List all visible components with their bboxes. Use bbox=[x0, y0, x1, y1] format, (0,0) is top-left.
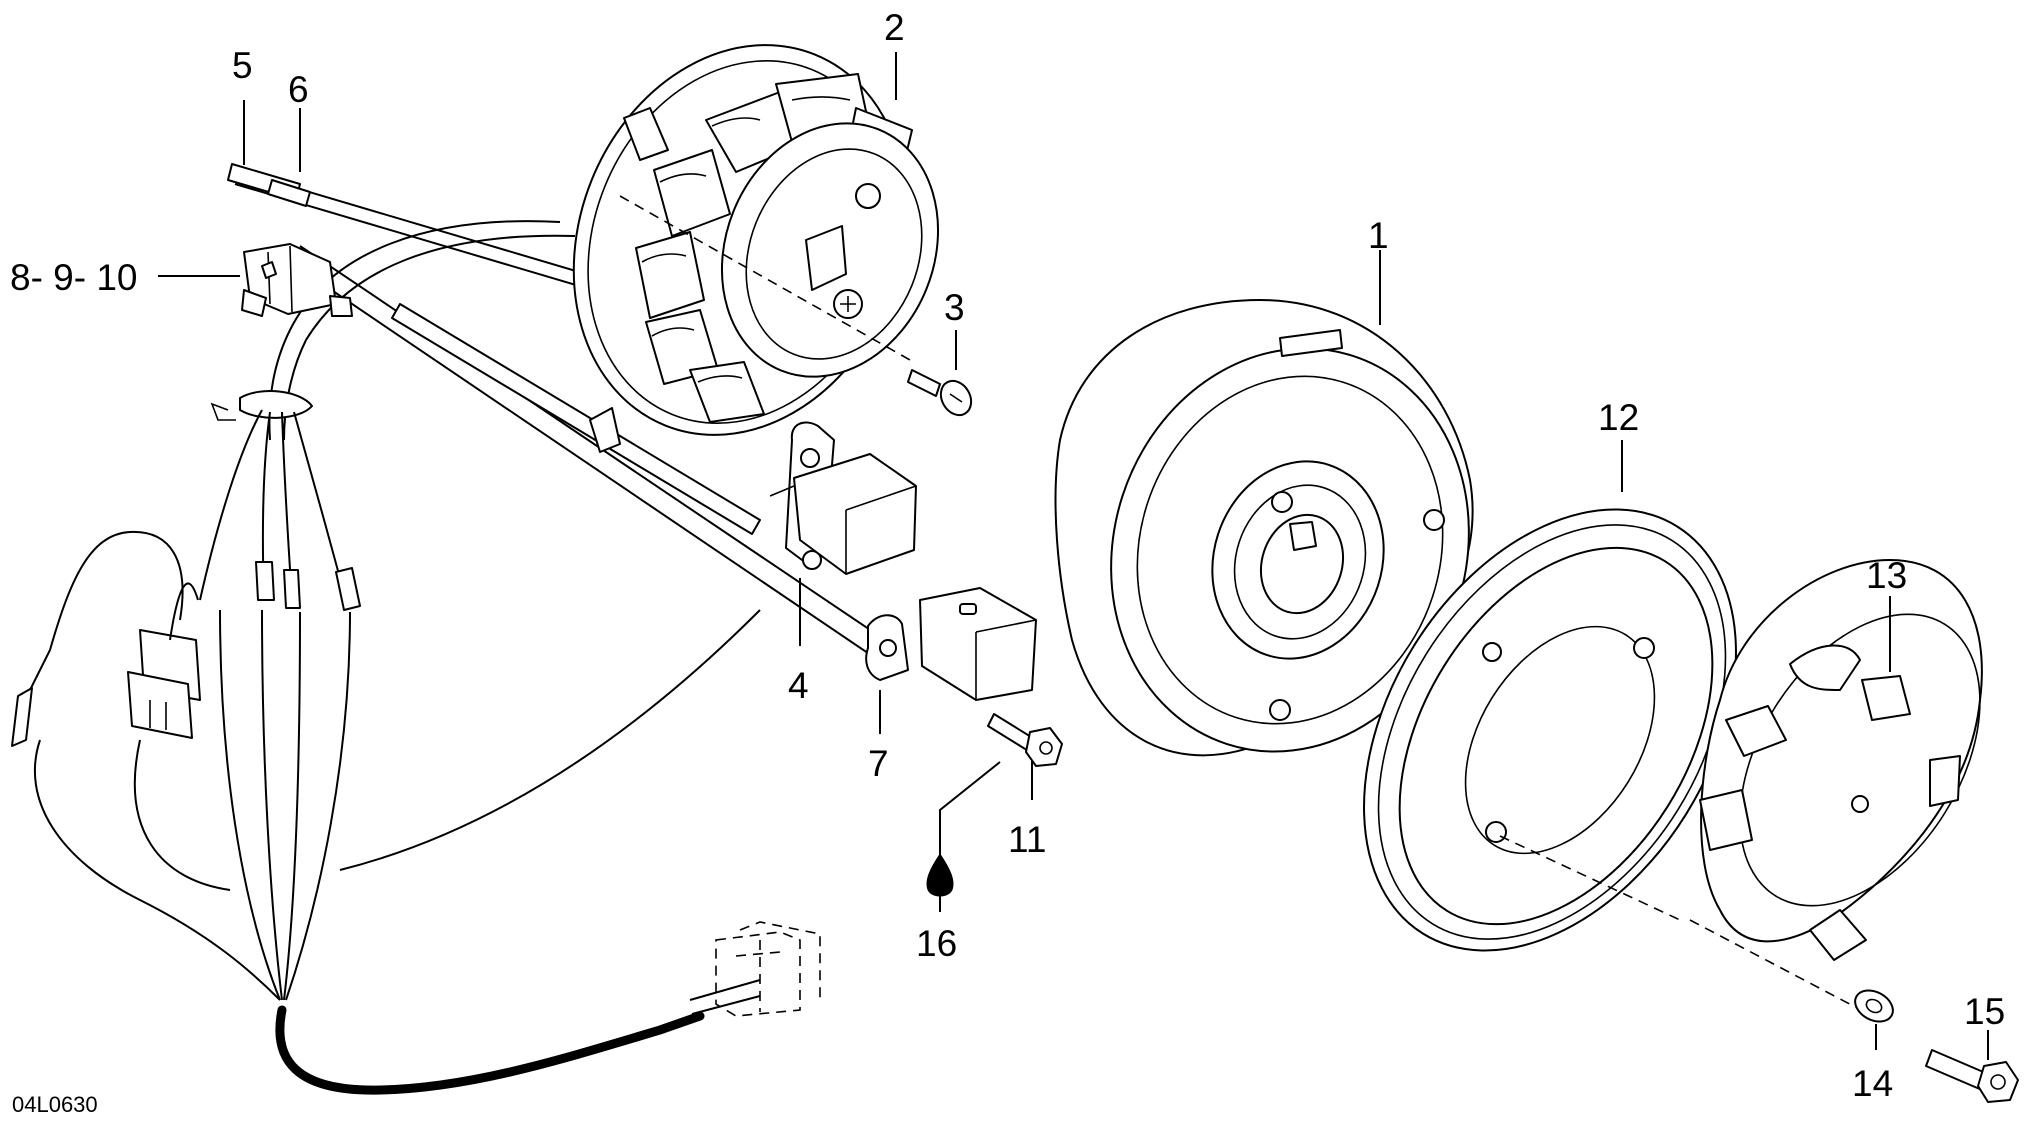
connector-housing bbox=[241, 243, 353, 317]
pickup-screw bbox=[987, 713, 1063, 767]
callout-12: 12 bbox=[1598, 397, 1639, 438]
callout-6: 6 bbox=[288, 69, 309, 110]
stator-assembly bbox=[572, 44, 940, 453]
washer bbox=[1854, 989, 1894, 1023]
starter-cup bbox=[1689, 559, 1983, 1021]
pickup-coil bbox=[865, 587, 1037, 701]
stator-screw bbox=[907, 369, 973, 417]
flywheel bbox=[1054, 299, 1474, 757]
trigger-coil-upper bbox=[769, 421, 917, 575]
callout-14: 14 bbox=[1852, 1063, 1893, 1104]
loctite-drop-icon bbox=[926, 853, 954, 897]
reference-code: 04L0630 bbox=[12, 1092, 98, 1117]
callout-4: 4 bbox=[788, 665, 809, 706]
callout-13: 13 bbox=[1866, 555, 1907, 596]
callout-5: 5 bbox=[232, 45, 253, 86]
leader-lines bbox=[158, 52, 1989, 1060]
callout-7: 7 bbox=[868, 743, 889, 784]
callout-labels: 1 2 3 4 5 6 7 8- 9- 10 11 12 13 14 15 16… bbox=[10, 7, 2005, 1117]
callout-15: 15 bbox=[1964, 991, 2005, 1032]
callout-2: 2 bbox=[884, 7, 905, 48]
ring-gear bbox=[1363, 508, 1737, 952]
callout-3: 3 bbox=[944, 287, 965, 328]
wiring-harness bbox=[11, 163, 901, 1095]
callout-11: 11 bbox=[1008, 819, 1046, 860]
callout-16: 16 bbox=[916, 923, 957, 964]
callout-1: 1 bbox=[1368, 215, 1389, 256]
flywheel-screw bbox=[1925, 1049, 2019, 1103]
callout-8-9-10: 8- 9- 10 bbox=[10, 257, 138, 298]
